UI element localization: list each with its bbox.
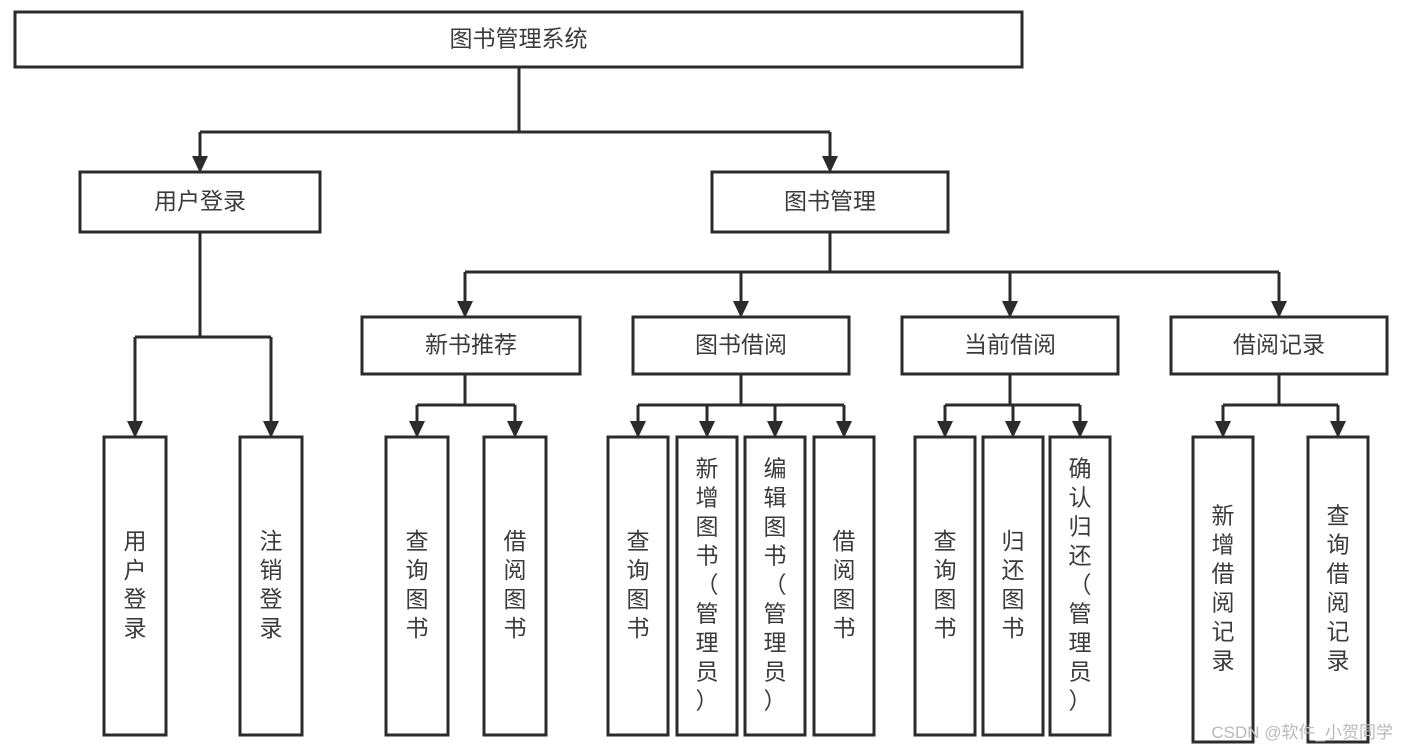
node-label-leaf-query-record: 查询借阅记录 [1327,502,1350,673]
node-box-leaf-user-login [102,435,168,737]
node-label-leaf-add-book: 新增图书（管理员） [696,455,719,713]
arrowhead-c-bb-d4 [836,421,852,438]
node-layer: 图书管理系统用户登录图书管理新书推荐图书借阅当前借阅借阅记录用户登录注销登录查询… [13,10,1389,744]
node-leaf-query-book-cur[interactable]: 查询图书 [913,435,977,737]
node-box-new-book-recommend [360,315,582,376]
arrowhead-c-nb-d2 [507,421,523,438]
node-book-borrow[interactable]: 图书借阅 [631,315,851,376]
node-leaf-query-book-new[interactable]: 查询图书 [384,435,450,737]
node-box-leaf-confirm-return [1048,435,1112,737]
arrowhead-c-bb-d1 [630,421,646,438]
connector-layer [127,67,1346,438]
node-leaf-borrow-book[interactable]: 借阅图书 [812,435,876,737]
node-label-leaf-add-record: 新增借阅记录 [1212,502,1235,673]
arrowhead-c-root-a1 [192,156,208,173]
node-leaf-return-book[interactable]: 归还图书 [981,435,1045,737]
node-label-user-login: 用户登录 [154,188,246,214]
watermark-text: CSDN @软件_小贺同学 [1211,723,1393,742]
node-box-leaf-user-logout [238,435,304,737]
arrowhead-c-bm-d2 [733,301,749,318]
arrowhead-c-bb-d2 [699,421,715,438]
node-box-leaf-edit-book [743,435,807,737]
arrowhead-c-cb-d3 [1072,421,1088,438]
node-leaf-edit-book[interactable]: 编辑图书（管理员） [743,435,807,737]
node-box-leaf-return-book [981,435,1045,737]
node-box-book-borrow [631,315,851,376]
node-box-leaf-query-book-new [384,435,450,737]
node-label-leaf-user-logout: 注销登录 [260,528,283,641]
arrowhead-c-nb-d1 [409,421,425,438]
arrowhead-c-bm-d1 [457,301,473,318]
node-leaf-user-logout[interactable]: 注销登录 [238,435,304,737]
node-label-leaf-query-book: 查询图书 [627,528,650,641]
node-box-user-login [78,170,322,234]
node-new-book-recommend[interactable]: 新书推荐 [360,315,582,376]
node-label-leaf-edit-book: 编辑图书（管理员） [764,455,787,713]
node-label-book-manage: 图书管理 [784,188,876,214]
node-leaf-query-book[interactable]: 查询图书 [606,435,670,737]
arrowhead-c-bm-d3 [1002,301,1018,318]
node-label-leaf-borrow-book-new: 借阅图书 [504,528,527,641]
node-box-current-borrow [900,315,1120,376]
node-box-leaf-add-record [1191,435,1255,744]
arrowhead-c-root-a2 [822,156,838,173]
node-leaf-confirm-return[interactable]: 确认归还（管理员） [1048,435,1112,737]
arrowhead-c-bm-d4 [1271,301,1287,318]
arrowhead-c-br-d2 [1330,421,1346,438]
arrowhead-c-br-d1 [1215,421,1231,438]
arrowhead-c-cb-d1 [937,421,953,438]
node-label-new-book-recommend: 新书推荐 [425,332,517,358]
arrowhead-c-bb-d3 [767,421,783,438]
node-label-root: 图书管理系统 [450,26,588,52]
node-book-manage[interactable]: 图书管理 [710,170,950,234]
node-box-leaf-query-book [606,435,670,737]
node-box-book-manage [710,170,950,234]
node-box-borrow-record [1169,315,1389,376]
node-box-leaf-query-book-cur [913,435,977,737]
node-label-borrow-record: 借阅记录 [1233,332,1325,358]
arrowhead-c-ul-d1 [127,421,143,438]
node-box-leaf-borrow-book-new [482,435,548,737]
node-label-leaf-query-book-new: 查询图书 [406,528,429,641]
arrowhead-c-ul-d2 [263,421,279,438]
node-box-root [13,10,1024,69]
node-leaf-add-book[interactable]: 新增图书（管理员） [675,435,739,737]
node-root[interactable]: 图书管理系统 [13,10,1024,69]
node-user-login[interactable]: 用户登录 [78,170,322,234]
node-box-leaf-add-book [675,435,739,737]
node-label-leaf-confirm-return: 确认归还（管理员） [1069,455,1092,713]
node-label-leaf-return-book: 归还图书 [1002,528,1025,641]
node-leaf-query-record[interactable]: 查询借阅记录 [1306,435,1370,744]
node-label-current-borrow: 当前借阅 [964,332,1056,358]
node-label-book-borrow: 图书借阅 [695,332,787,358]
node-label-leaf-user-login: 用户登录 [124,528,147,641]
node-leaf-borrow-book-new[interactable]: 借阅图书 [482,435,548,737]
node-box-leaf-query-record [1306,435,1370,744]
node-box-leaf-borrow-book [812,435,876,737]
node-leaf-user-login[interactable]: 用户登录 [102,435,168,737]
arrowhead-c-cb-d2 [1005,421,1021,438]
node-borrow-record[interactable]: 借阅记录 [1169,315,1389,376]
node-current-borrow[interactable]: 当前借阅 [900,315,1120,376]
node-label-leaf-borrow-book: 借阅图书 [833,528,856,641]
node-label-leaf-query-book-cur: 查询图书 [934,528,957,641]
node-leaf-add-record[interactable]: 新增借阅记录 [1191,435,1255,744]
